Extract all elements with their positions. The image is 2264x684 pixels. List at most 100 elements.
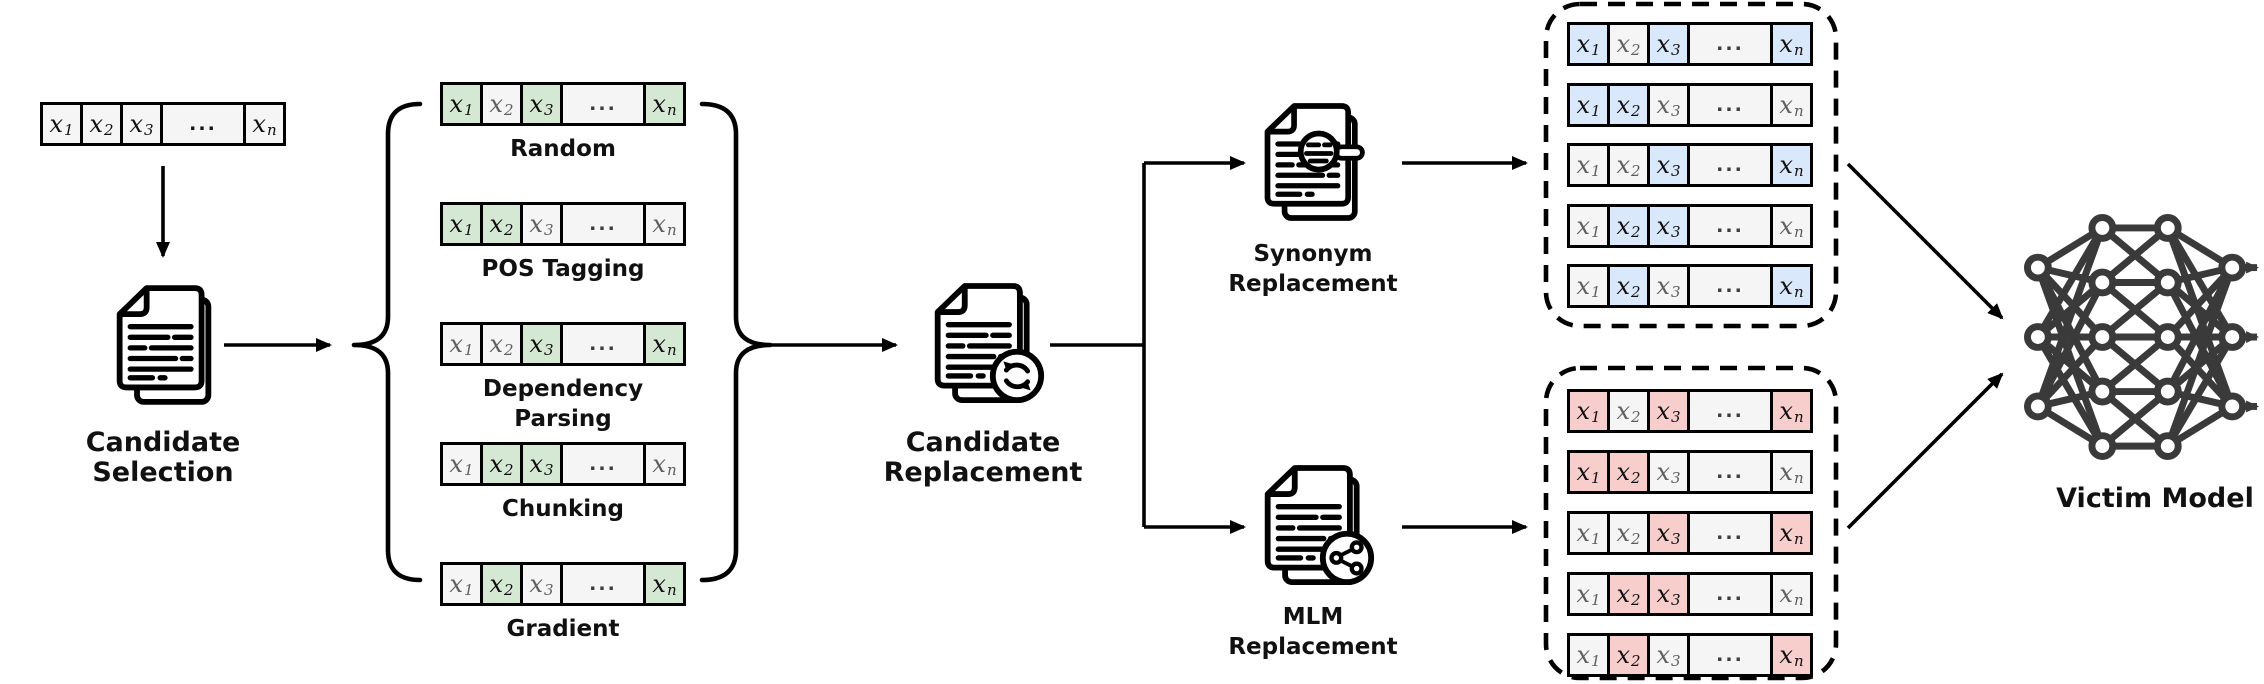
token-symbol: x bbox=[1656, 519, 1670, 547]
mlm-replacement-label-line1: MLM bbox=[1282, 604, 1344, 630]
token-symbol: x bbox=[1576, 641, 1590, 669]
token-subscript: 3 bbox=[1671, 408, 1681, 426]
token-subscript: n bbox=[1793, 41, 1804, 59]
token-symbol: x bbox=[1779, 212, 1793, 240]
token-symbol: x bbox=[1779, 641, 1793, 669]
share-icon bbox=[1319, 530, 1375, 586]
token-subscript: 2 bbox=[1631, 223, 1641, 241]
token-cell-ellipsis: ... bbox=[1690, 207, 1770, 245]
token-symbol: x bbox=[489, 210, 503, 238]
token-cell-ellipsis: ... bbox=[1690, 514, 1770, 552]
token-symbol: x bbox=[489, 90, 503, 118]
token-symbol: x bbox=[1616, 30, 1630, 58]
token-symbol: x bbox=[1576, 91, 1590, 119]
mlm-replacement-documents-icon bbox=[1264, 465, 1375, 586]
candidate-replacement-label: Candidate Replacement bbox=[883, 427, 1083, 488]
synonym-replacement-label: Synonym Replacement bbox=[1227, 239, 1399, 299]
token-subscript: 1 bbox=[1591, 223, 1601, 241]
token-symbol: x bbox=[489, 570, 503, 598]
token-symbol: x bbox=[652, 90, 666, 118]
arrow-mlm-box-to-model bbox=[1846, 372, 2004, 530]
token-subscript: 1 bbox=[1591, 162, 1601, 180]
synonym-replacement-label-line1: Synonym bbox=[1253, 241, 1373, 267]
mlm-output-box bbox=[1543, 365, 1839, 681]
token-symbol: x bbox=[529, 210, 543, 238]
token-symbol: x bbox=[1576, 30, 1590, 58]
token-symbol: x bbox=[1656, 212, 1670, 240]
token-symbol: x bbox=[489, 450, 503, 478]
token-subscript: 1 bbox=[64, 121, 74, 139]
token-subscript: 1 bbox=[1591, 408, 1601, 426]
token-symbol: x bbox=[1616, 151, 1630, 179]
token-symbol: x bbox=[1616, 519, 1630, 547]
token-cell-ellipsis: ... bbox=[563, 205, 643, 243]
token-subscript: 1 bbox=[464, 581, 474, 599]
token-symbol: x bbox=[1656, 30, 1670, 58]
token-symbol: x bbox=[1616, 91, 1630, 119]
token-symbol: x bbox=[1779, 272, 1793, 300]
token-symbol: x bbox=[1576, 458, 1590, 486]
token-subscript: 1 bbox=[1591, 530, 1601, 548]
token-subscript: n bbox=[666, 581, 677, 599]
token-subscript: 2 bbox=[104, 121, 114, 139]
token-symbol: x bbox=[652, 570, 666, 598]
strategy-label-gradient: Gradient bbox=[506, 616, 620, 642]
token-cell-ellipsis: ... bbox=[563, 85, 643, 123]
token-symbol: x bbox=[1656, 91, 1670, 119]
token-subscript: n bbox=[666, 461, 677, 479]
synonym-replacement-documents-icon bbox=[1264, 103, 1365, 221]
token-symbol: x bbox=[1616, 397, 1630, 425]
token-symbol: x bbox=[1656, 641, 1670, 669]
token-symbol: x bbox=[1779, 580, 1793, 608]
token-subscript: 2 bbox=[504, 461, 514, 479]
token-symbol: x bbox=[1779, 458, 1793, 486]
token-subscript: 3 bbox=[1671, 530, 1681, 548]
strategy-label-random: Random bbox=[510, 136, 616, 162]
token-symbol: x bbox=[652, 210, 666, 238]
token-subscript: 3 bbox=[544, 581, 554, 599]
token-subscript: n bbox=[266, 121, 277, 139]
token-subscript: 1 bbox=[464, 101, 474, 119]
token-subscript: 2 bbox=[1631, 102, 1641, 120]
token-symbol: x bbox=[449, 330, 463, 358]
token-subscript: 2 bbox=[504, 101, 514, 119]
candidate-replacement-documents-icon bbox=[934, 283, 1045, 404]
token-cell-ellipsis: ... bbox=[1690, 25, 1770, 63]
token-subscript: n bbox=[1793, 283, 1804, 301]
token-subscript: 3 bbox=[544, 461, 554, 479]
token-subscript: 3 bbox=[1671, 223, 1681, 241]
token-symbol: x bbox=[1616, 272, 1630, 300]
victim-model-label: Victim Model bbox=[2056, 483, 2254, 514]
token-cell-ellipsis: ... bbox=[1690, 86, 1770, 124]
token-subscript: 1 bbox=[464, 341, 474, 359]
token-subscript: 2 bbox=[1631, 283, 1641, 301]
selection-brace-right bbox=[699, 101, 773, 583]
